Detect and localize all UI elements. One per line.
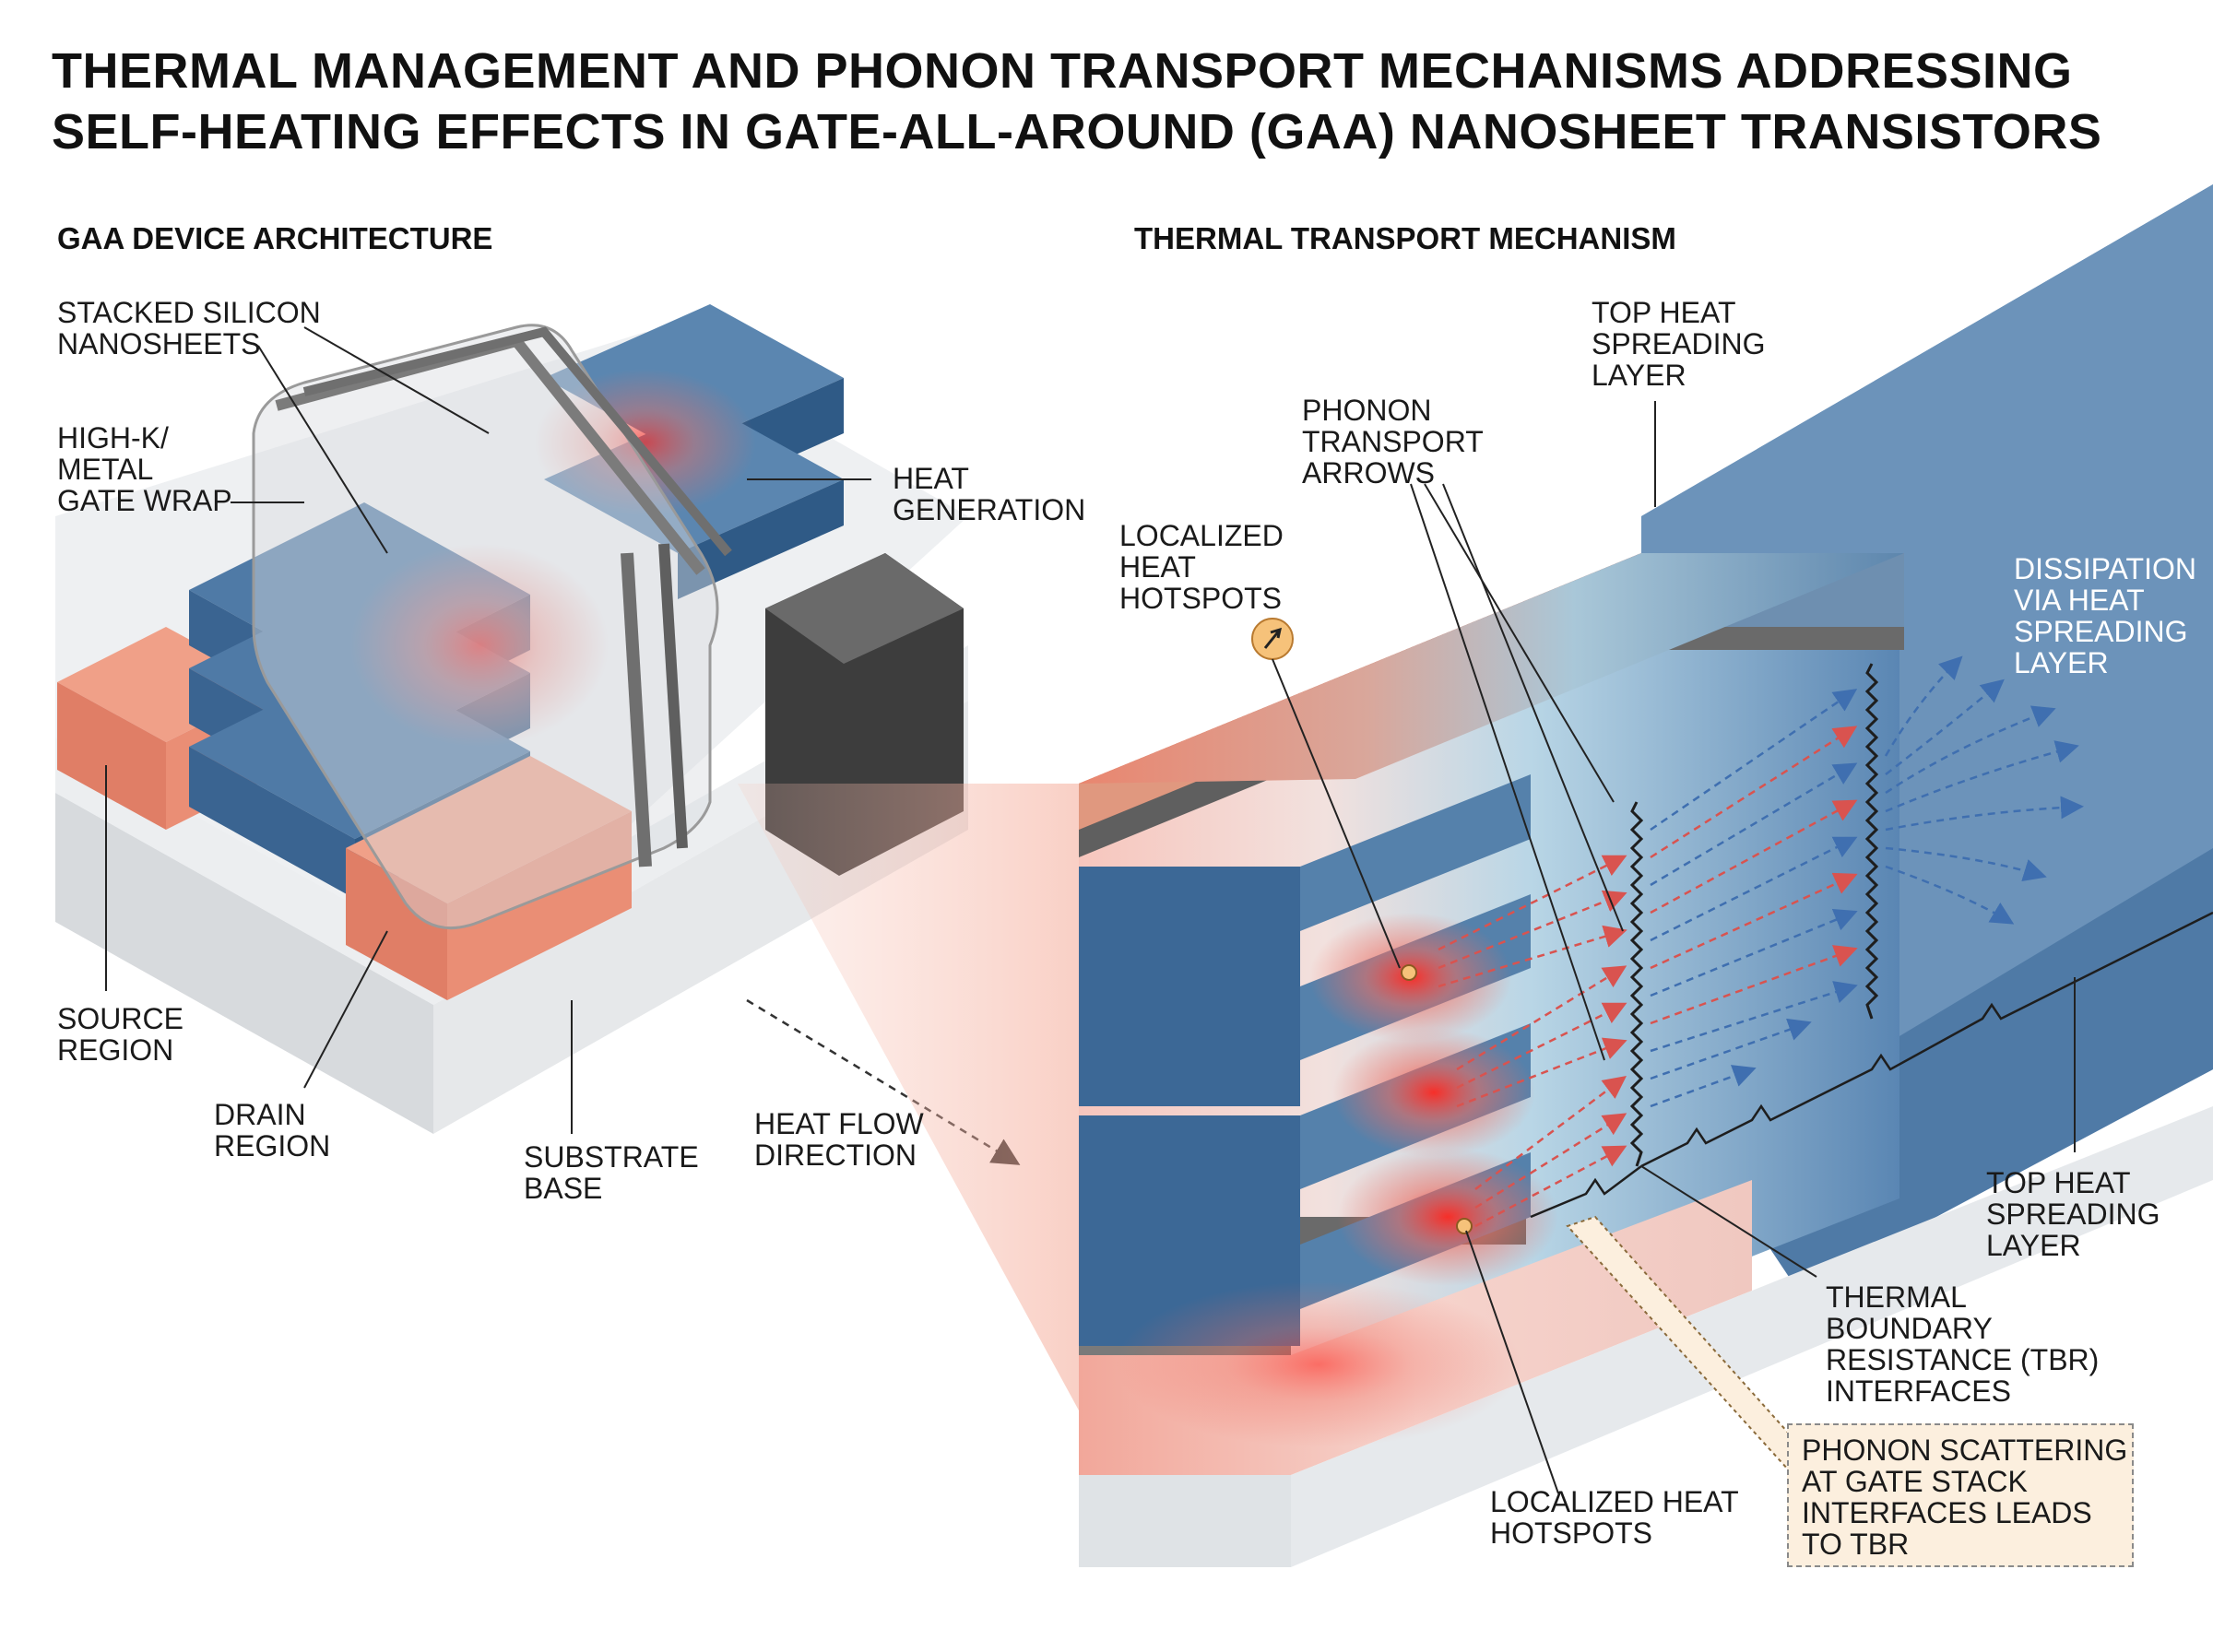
tbr-interface-2 [1864,663,1879,1020]
title-line-2: SELF-HEATING EFFECTS IN GATE-ALL-AROUND … [52,104,2102,159]
phonon-arrows-red [1438,855,1627,1228]
gate-wrap [252,324,732,930]
page-title: THERMAL MANAGEMENT AND PHONON TRANSPORT … [52,41,2172,162]
right-panel-heading: THERMAL TRANSPORT MECHANISM [1134,221,1676,255]
dissipation-arrows [1884,655,2084,925]
heat-glow-back [535,369,756,516]
tbr-interface-1 [1629,801,1644,1167]
sheet-1 [1079,867,1300,986]
heat-glow-front [350,544,609,747]
hotspot-glow-3 [1337,1148,1558,1286]
sheet-3 [1079,1115,1300,1245]
hotspot-dot-1 [1401,964,1417,981]
sheet-2 [1079,986,1300,1106]
base-glow [1116,1281,1521,1447]
hotspot-glow-2 [1332,1028,1535,1157]
heat-flow-arrow [746,998,1021,1165]
drain-region-block [346,756,632,903]
hotspot-dot-2 [1456,1218,1473,1234]
substrate-front [55,793,433,1134]
phonon-arrows-between [1650,689,1858,1108]
thermal-block [1079,184,2213,1567]
left-panel-heading: GAA DEVICE ARCHITECTURE [57,221,493,255]
base-bottom [1079,1475,1291,1567]
right-leader-lines [1272,401,2076,1494]
zoom-beam [738,784,1079,1410]
left-leader-lines [105,326,871,1134]
title-line-1: THERMAL MANAGEMENT AND PHONON TRANSPORT … [52,43,2073,99]
